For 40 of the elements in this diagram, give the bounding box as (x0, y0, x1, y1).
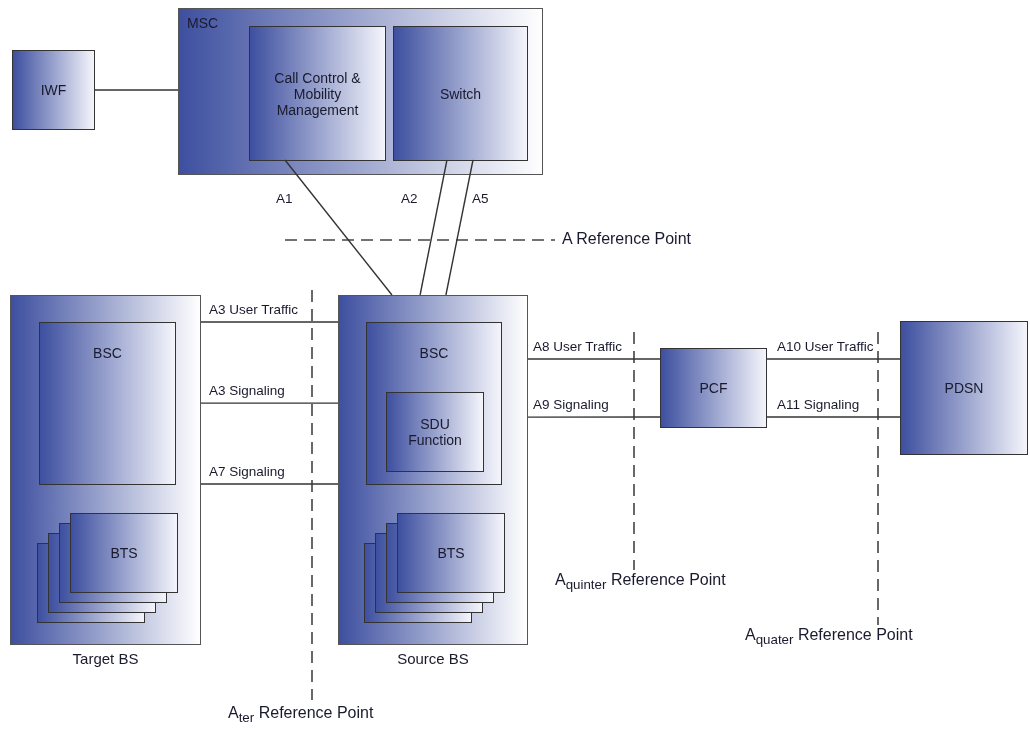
node-label: BSC (92, 345, 123, 361)
connector-line (419, 159, 448, 296)
connector-line (445, 159, 474, 296)
connector-line (200, 483, 339, 485)
connector-line (527, 416, 661, 418)
node-label: Call Control & Mobility Management (273, 69, 362, 118)
pdsn-box (900, 321, 1028, 455)
edge-label: A3 Signaling (208, 383, 286, 399)
edge-label: A11 Signaling (776, 397, 861, 413)
reference-point-label: A Reference Point (562, 230, 691, 248)
edge-label: A7 Signaling (208, 464, 286, 480)
node-label: Target BS (71, 650, 140, 667)
node-label: Source BS (396, 650, 470, 667)
node-label: SDU Function (407, 416, 463, 448)
msc-box (178, 8, 543, 175)
connector-line (200, 321, 339, 323)
reference-point-label: A$_{quater}$ Reference Point (745, 626, 913, 648)
bsc-box (39, 322, 176, 485)
node-label: BTS (109, 545, 139, 561)
node-label: Switch (438, 85, 483, 102)
pcf-box (660, 348, 767, 428)
connector-line (94, 89, 179, 91)
node-label: IWF (39, 82, 68, 98)
reference-point-label: A$_{ter}$ Reference Point (228, 704, 374, 726)
connector-line (200, 402, 339, 404)
function-box (386, 392, 484, 472)
iwf-box (12, 50, 95, 130)
switch-box (393, 26, 528, 161)
edge-label: A9 Signaling (532, 397, 610, 413)
node-label: MSC (187, 15, 219, 31)
connector-line (527, 358, 661, 360)
bsc-box (366, 322, 502, 485)
node-label: BSC (418, 345, 450, 361)
node-label: PDSN (943, 380, 985, 396)
node-label: PCF (698, 380, 729, 396)
node-label: BTS (436, 545, 466, 561)
reference-point-label: A$_{quinter}$ Reference Point (555, 571, 726, 593)
function-box (249, 26, 386, 161)
connector-line (766, 416, 901, 418)
connector-line (766, 358, 901, 360)
